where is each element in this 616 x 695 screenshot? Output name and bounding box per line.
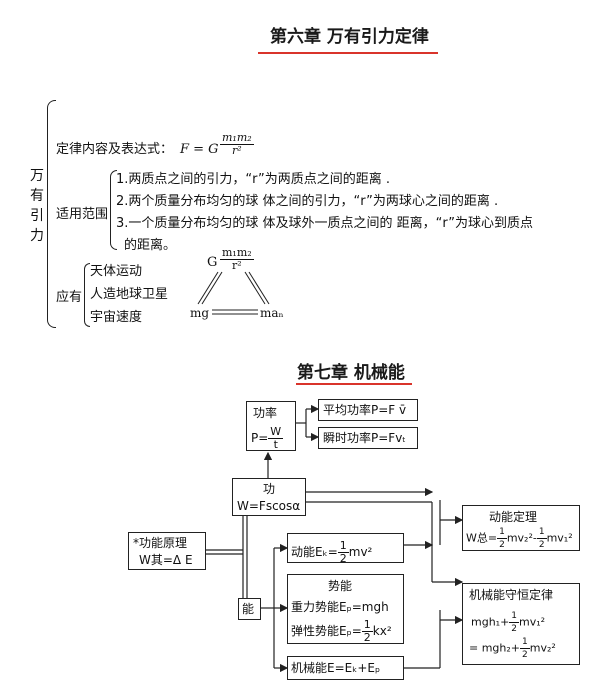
- work-formula: W=Fscosα: [237, 499, 301, 513]
- grav-potential: 重力势能Eₚ=mgh: [291, 600, 389, 614]
- root-char-4: 力: [30, 228, 44, 244]
- scope-item-3-cont: 的距离。: [124, 238, 177, 253]
- power-formula-num: W: [268, 425, 284, 439]
- conservation-half-num-2: 1: [520, 637, 530, 649]
- law-formula-numerator: m₁m₂: [220, 131, 254, 145]
- kinetic-theorem-half-den-1: 2: [499, 540, 505, 550]
- kinetic-theorem-mid: mv₂²-: [506, 531, 537, 545]
- kinetic-energy-den: 2: [339, 552, 347, 565]
- conservation-half-den-2: 2: [522, 650, 528, 660]
- func-principle-formula: W其=Δ E: [139, 553, 193, 567]
- kinetic-theorem-rhs: mv₁²: [546, 531, 573, 545]
- power-formula-den: t: [273, 438, 278, 451]
- conservation-title: 机械能守恒定律: [469, 588, 554, 602]
- kinetic-theorem-title: 动能定理: [489, 510, 538, 524]
- app-item-3: 宇宙速度: [90, 310, 143, 325]
- chapter6-title-underline: [258, 52, 438, 54]
- kinetic-energy-rhs: mv²: [348, 545, 373, 559]
- elastic-potential-num: 1: [361, 618, 373, 632]
- power-formula-lhs: P=: [251, 431, 269, 445]
- chapter7-title-underline: [296, 383, 412, 385]
- energy-box: 能: [238, 598, 261, 620]
- kinetic-theorem-half-num-1: 1: [497, 527, 507, 539]
- conservation-line1-lhs: mgh₁+: [471, 615, 510, 629]
- kinetic-theorem-half-den-2: 2: [538, 540, 545, 550]
- kinetic-theorem-lhs: W总=: [466, 531, 498, 545]
- root-char-3: 引: [30, 208, 44, 224]
- app-item-1: 天体运动: [90, 264, 143, 279]
- triangle-top-numerator: m₁m₂: [220, 246, 254, 260]
- triangle-top-G: G: [207, 255, 218, 270]
- app-brace: [84, 263, 90, 327]
- root-char-1: 万: [30, 168, 44, 184]
- kinetic-energy-lhs: 动能Eₖ=: [291, 545, 338, 559]
- chapter7-title: 第七章 机械能: [297, 363, 405, 383]
- app-item-2: 人造地球卫星: [90, 287, 169, 302]
- inst-power-text: 瞬时功率P=Fvₜ: [323, 431, 406, 445]
- inst-power-box: 瞬时功率P=Fvₜ: [318, 427, 418, 449]
- elastic-potential-rhs: kx²: [372, 624, 392, 638]
- scope-item-1: 1.两质点之间的引力，“r”为两质点之间的距离 .: [116, 172, 391, 187]
- conservation-half-num-1: 1: [509, 611, 520, 623]
- scope-label: 适用范围: [56, 207, 109, 222]
- conservation-half-den-1: 2: [511, 624, 518, 634]
- kinetic-theorem-half-num-2: 1: [536, 527, 547, 539]
- work-label: 功: [263, 482, 276, 496]
- func-principle-label: *功能原理: [133, 536, 188, 550]
- chapter6-title: 第六章 万有引力定律: [270, 27, 429, 47]
- work-box: 功 W=Fscosα: [232, 478, 306, 516]
- law-formula-denominator: r²: [232, 144, 242, 157]
- avg-power-box: 平均功率P=F v̄: [318, 399, 418, 421]
- scope-item-2: 2.两个质量分布均匀的球 体之间的引力，“r”为两球心之间的距离 .: [116, 194, 499, 209]
- triangle-right-ma: maₙ: [260, 306, 284, 320]
- scope-item-3: 3.一个质量分布均匀的球 体及球外一质点之间的 距离，“r”为球心到质点: [116, 216, 534, 231]
- kinetic-energy-num: 1: [337, 539, 349, 553]
- app-label: 应有: [56, 290, 83, 305]
- conservation-line2-lhs: = mgh₂+: [469, 641, 521, 655]
- root-char-2: 有: [30, 188, 44, 204]
- triangle-top-denominator: r²: [232, 259, 242, 272]
- law-formula-F: F = G: [180, 142, 219, 157]
- mech-energy-text: 机械能E=Eₖ+Eₚ: [291, 661, 381, 675]
- func-principle-box: *功能原理 W其=Δ E: [128, 532, 206, 570]
- energy-label: 能: [242, 602, 255, 616]
- law-label: 定律内容及表达式：: [56, 142, 174, 157]
- triangle-left-mg: mg: [190, 306, 210, 320]
- avg-power-text: 平均功率P=F v̄: [323, 403, 407, 417]
- mech-energy-box: 机械能E=Eₖ+Eₚ: [287, 656, 404, 680]
- elastic-potential-lhs: 弹性势能Eₚ=: [291, 624, 362, 638]
- main-brace: [47, 100, 56, 328]
- conservation-line2-rhs: mv₂²: [529, 641, 556, 655]
- scope-brace: [110, 170, 117, 250]
- elastic-potential-den: 2: [363, 631, 371, 644]
- power-label: 功率: [253, 406, 278, 420]
- potential-title: 势能: [328, 579, 353, 593]
- conservation-line1-rhs: mv₁²: [519, 615, 546, 629]
